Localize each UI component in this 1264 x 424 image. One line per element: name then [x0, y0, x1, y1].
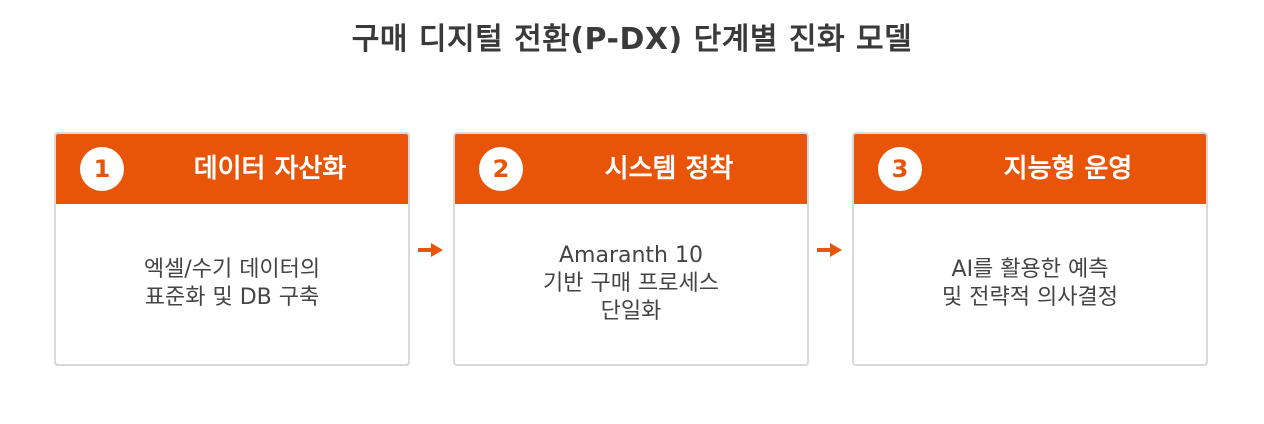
- step-description-2: Amaranth 10 기반 구매 프로세스 단일화: [455, 204, 807, 364]
- step-header-2: 2 시스템 정착: [455, 134, 807, 204]
- arrow-right-icon: [418, 243, 443, 257]
- step-header-3: 3 지능형 운영: [854, 134, 1206, 204]
- step-2-line-1: Amaranth 10: [559, 243, 703, 268]
- step-1-line-2: 표준화 및 DB 구축: [144, 285, 320, 310]
- step-2-line-2: 기반 구매 프로세스: [543, 271, 719, 296]
- step-number-badge-1: 1: [80, 147, 124, 191]
- step-description-1: 엑셀/수기 데이터의 표준화 및 DB 구축: [56, 204, 408, 364]
- step-number-badge-2: 2: [479, 147, 523, 191]
- step-title-1: 데이터 자산화: [193, 154, 347, 184]
- step-title-2: 시스템 정착: [604, 154, 734, 184]
- arrow-right-icon: [817, 243, 842, 257]
- step-description-3: AI를 활용한 예측 및 전략적 의사결정: [854, 204, 1206, 364]
- step-header-1: 1 데이터 자산화: [56, 134, 408, 204]
- diagram-title: 구매 디지털 전환(P-DX) 단계별 진화 모델: [351, 22, 913, 57]
- step-title-3: 지능형 운영: [1003, 154, 1133, 184]
- step-number-badge-3: 3: [878, 147, 922, 191]
- step-card-2: 2 시스템 정착 Amaranth 10 기반 구매 프로세스 단일화: [453, 132, 809, 366]
- step-3-line-2: 및 전략적 의사결정: [942, 285, 1118, 310]
- step-3-line-1: AI를 활용한 예측: [951, 257, 1109, 282]
- step-1-line-1: 엑셀/수기 데이터의: [143, 257, 321, 282]
- step-2-line-3: 단일화: [600, 299, 662, 324]
- step-card-1: 1 데이터 자산화 엑셀/수기 데이터의 표준화 및 DB 구축: [54, 132, 410, 366]
- step-card-3: 3 지능형 운영 AI를 활용한 예측 및 전략적 의사결정: [852, 132, 1208, 366]
